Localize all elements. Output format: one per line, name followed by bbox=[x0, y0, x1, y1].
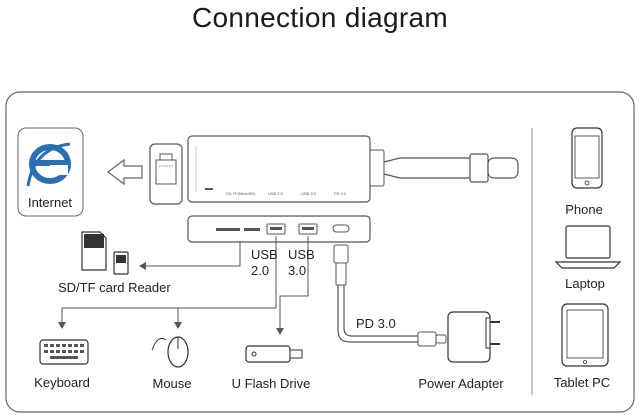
usb3-label: USB 3.0 bbox=[288, 247, 315, 278]
hub-port-label-sd: SD TF(MicroSD) bbox=[226, 191, 256, 196]
flash-drive-label: U Flash Drive bbox=[231, 376, 311, 391]
usb-c-cable bbox=[333, 244, 447, 347]
laptop-label: Laptop bbox=[565, 276, 605, 291]
diagram-title: Connection diagram bbox=[192, 2, 448, 33]
hub-port-label-usb3: USB 3.0 bbox=[301, 191, 316, 196]
internet-explorer-icon bbox=[17, 127, 84, 217]
usb-flash-drive-icon bbox=[245, 345, 303, 363]
outer-frame bbox=[5, 91, 635, 413]
power-adapter-label: Power Adapter bbox=[418, 376, 504, 391]
tablet-label: Tablet PC bbox=[553, 375, 611, 390]
laptop-icon bbox=[554, 225, 622, 269]
pd-label: PD 3.0 bbox=[356, 316, 396, 331]
hub-port-label-pd: PD 3.0 bbox=[334, 191, 347, 196]
tablet-icon bbox=[561, 303, 609, 367]
ethernet-port-icon bbox=[149, 143, 183, 205]
phone-icon bbox=[571, 127, 603, 189]
usb2-label: USB 2.0 bbox=[251, 247, 278, 278]
mouse-icon bbox=[151, 336, 189, 368]
keyboard-icon bbox=[39, 339, 89, 365]
hub-front-view bbox=[187, 215, 371, 243]
phone-label: Phone bbox=[565, 202, 603, 217]
hub-port-label-usb2: USB 2.0 bbox=[268, 191, 283, 196]
power-adapter-icon bbox=[447, 311, 500, 363]
sd-card-icon bbox=[81, 231, 129, 275]
keyboard-label: Keyboard bbox=[34, 375, 90, 390]
hub-top-view bbox=[187, 135, 519, 203]
arrow-left-icon bbox=[107, 158, 143, 186]
sd-reader-label: SD/TF card Reader bbox=[58, 280, 171, 295]
internet-label: Internet bbox=[27, 195, 73, 210]
mouse-label: Mouse bbox=[152, 376, 192, 391]
